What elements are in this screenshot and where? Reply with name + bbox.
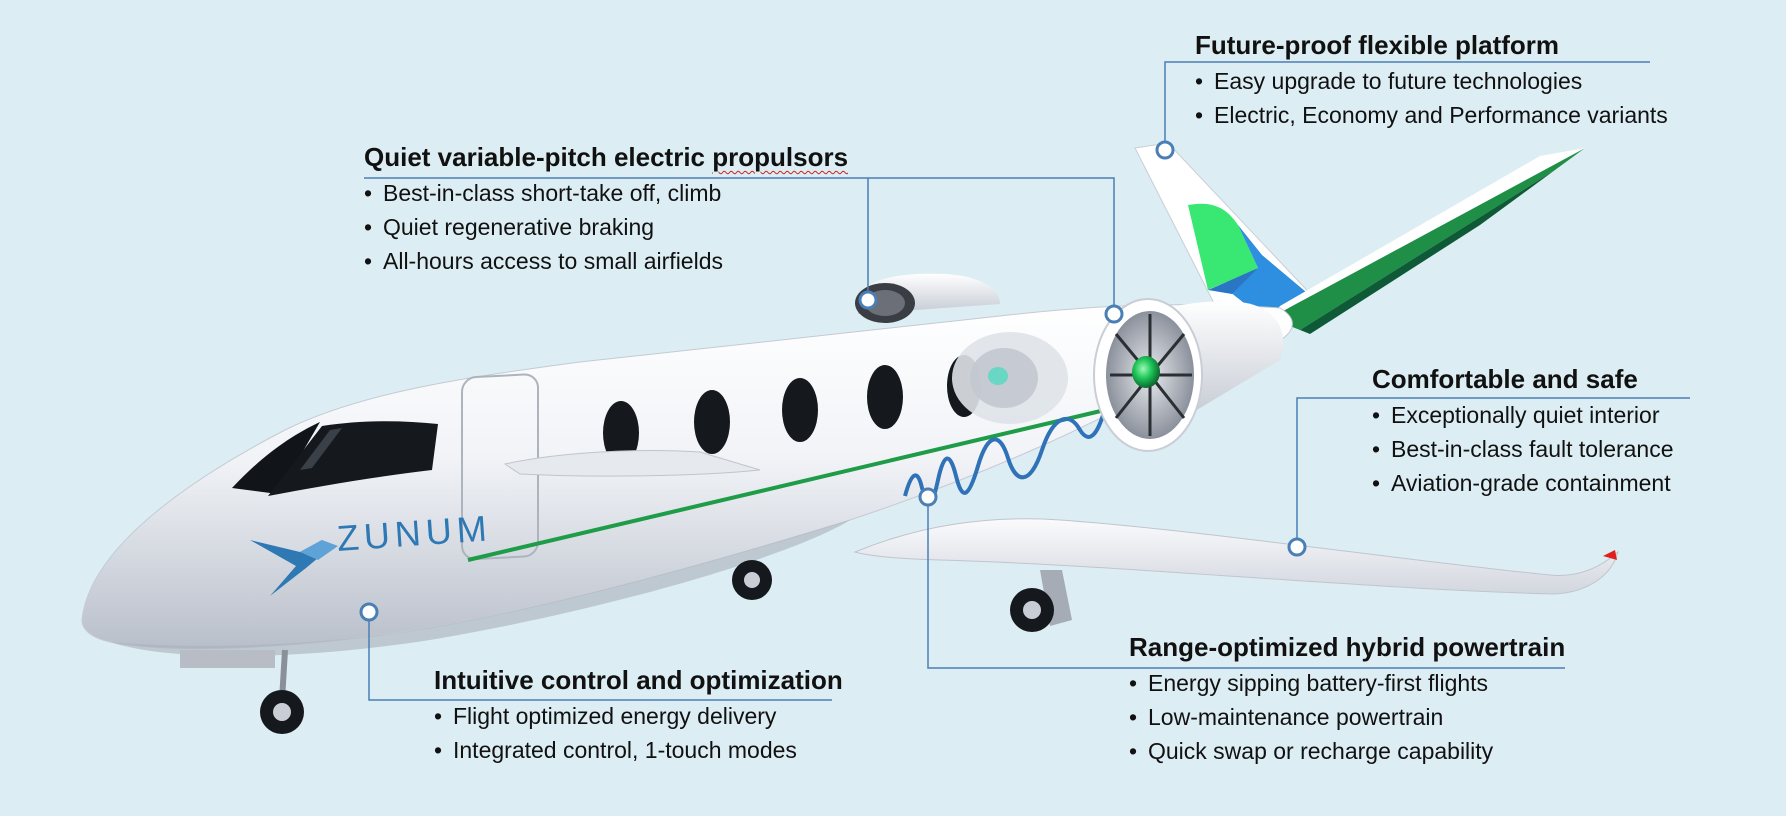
list-item: Easy upgrade to future technologies <box>1195 64 1668 98</box>
bullet-list: Exceptionally quiet interior Best-in-cla… <box>1372 398 1674 500</box>
passenger-windows <box>603 355 981 465</box>
callout-propulsors: Quiet variable-pitch electric propulsors… <box>364 142 848 278</box>
electric-motor-cutaway <box>952 332 1068 424</box>
callout-platform: Future-proof flexible platform Easy upgr… <box>1195 30 1668 132</box>
callout-title: Quiet variable-pitch electric propulsors <box>364 142 849 172</box>
list-item: Integrated control, 1-touch modes <box>434 733 843 767</box>
list-item: Low-maintenance powertrain <box>1129 700 1565 734</box>
wing-fairing <box>503 450 761 477</box>
spellcheck-flagged-word: propulsors <box>712 142 849 172</box>
list-item: Best-in-class fault tolerance <box>1372 432 1674 466</box>
list-item: Quick swap or recharge capability <box>1129 734 1565 768</box>
list-item: Quiet regenerative braking <box>364 210 848 244</box>
callout-dots <box>359 140 1307 622</box>
callout-powertrain: Range-optimized hybrid powertrain Energy… <box>1129 632 1565 768</box>
bullet-list: Flight optimized energy delivery Integra… <box>434 699 843 767</box>
callout-control: Intuitive control and optimization Fligh… <box>434 665 843 767</box>
list-item: Aviation-grade containment <box>1372 466 1674 500</box>
power-line <box>467 408 1106 562</box>
bullet-list: Best-in-class short-take off, climb Quie… <box>364 176 848 278</box>
landing-gear <box>180 560 1072 734</box>
callout-title: Comfortable and safe <box>1372 364 1638 394</box>
callout-title: Future-proof flexible platform <box>1195 30 1559 60</box>
list-item: Flight optimized energy delivery <box>434 699 843 733</box>
callout-comfort: Comfortable and safe Exceptionally quiet… <box>1372 364 1674 500</box>
bullet-list: Energy sipping battery-first flights Low… <box>1129 666 1565 768</box>
list-item: All-hours access to small airfields <box>364 244 848 278</box>
list-item: Exceptionally quiet interior <box>1372 398 1674 432</box>
near-propulsor <box>1093 298 1284 452</box>
cockpit-windows <box>232 421 438 496</box>
list-item: Energy sipping battery-first flights <box>1129 666 1565 700</box>
list-item: Electric, Economy and Performance varian… <box>1195 98 1668 132</box>
horizontal-stabilizer <box>1270 148 1585 334</box>
list-item: Best-in-class short-take off, climb <box>364 176 848 210</box>
vertical-tail <box>1134 142 1320 316</box>
zunum-bird-logo-icon <box>250 540 338 596</box>
bullet-list: Easy upgrade to future technologies Elec… <box>1195 64 1668 132</box>
callout-title: Range-optimized hybrid powertrain <box>1129 632 1566 662</box>
callout-title: Intuitive control and optimization <box>434 665 843 695</box>
main-wing <box>853 518 1619 595</box>
